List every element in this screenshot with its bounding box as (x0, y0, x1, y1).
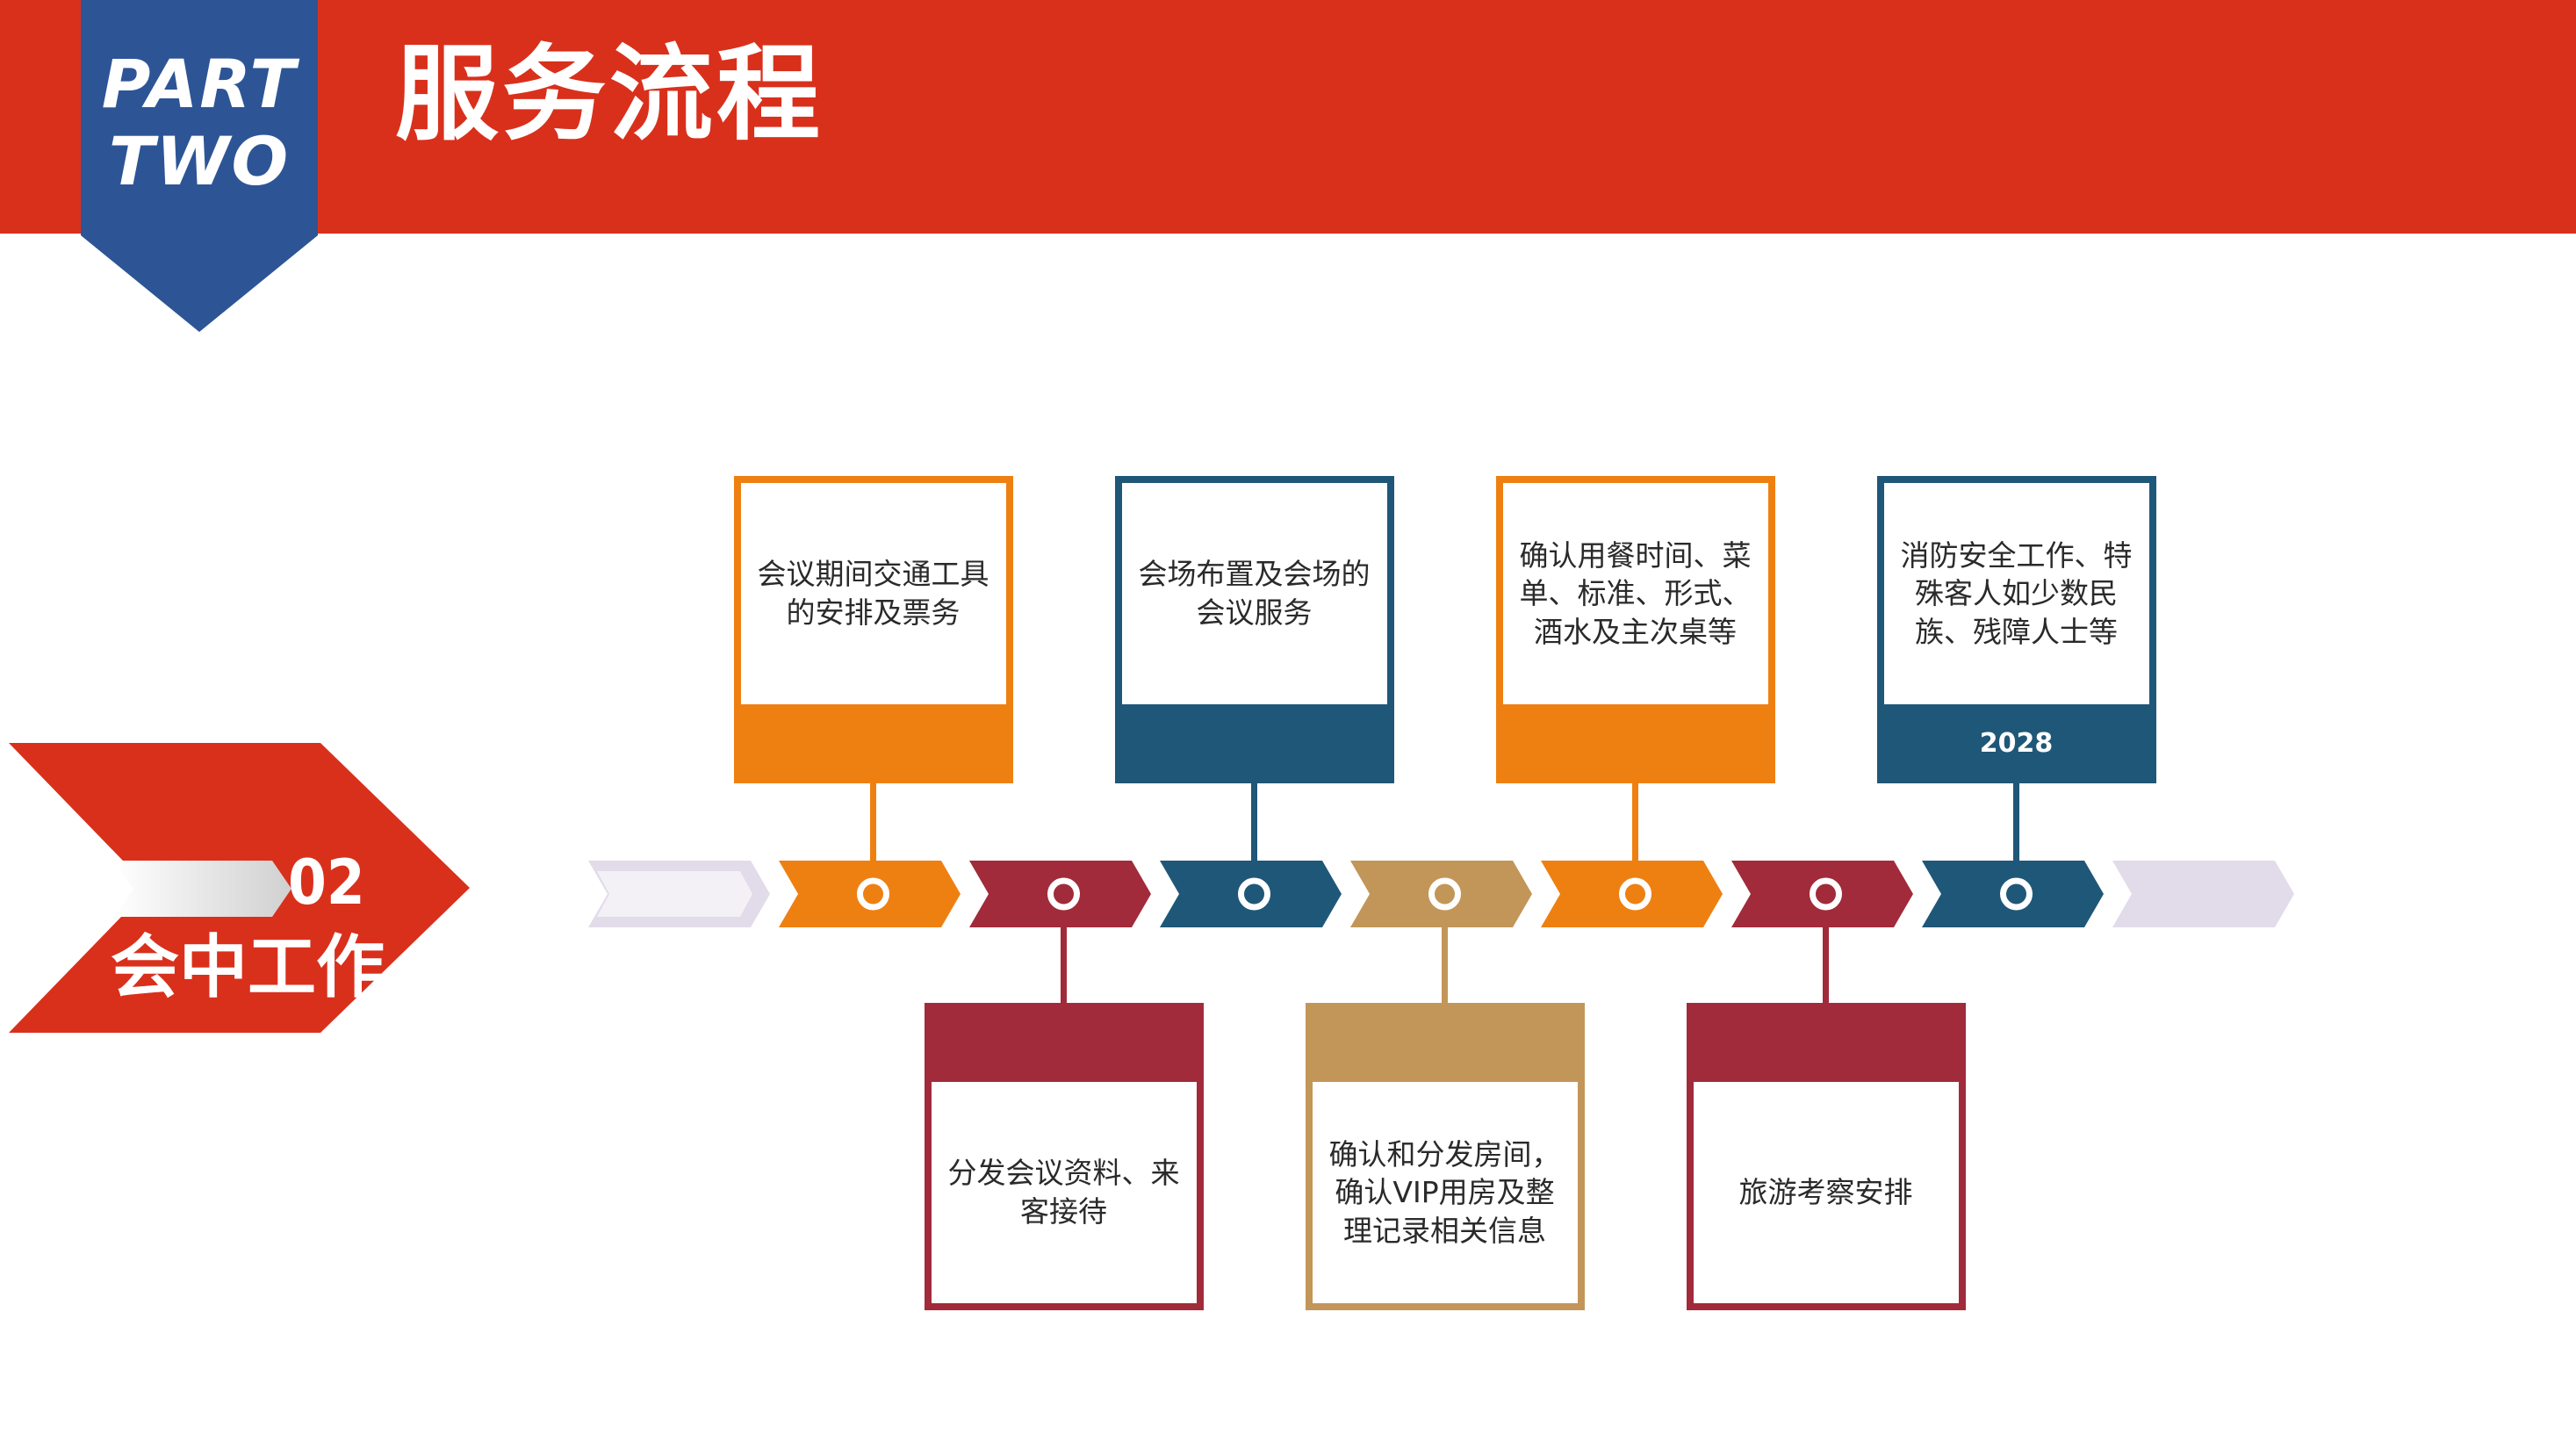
timeline-card-bar (1502, 704, 1768, 776)
timeline-card-bar: 2028 (1883, 704, 2149, 776)
part-badge-shape (81, 0, 318, 332)
timeline-card-text: 确认和分发房间，确认VIP用房及整理记录相关信息 (1328, 1136, 1561, 1248)
timeline-marker (1619, 877, 1651, 911)
section-number: 02 (288, 847, 365, 919)
timeline-card-bar (740, 704, 1006, 776)
timeline-card-text: 消防安全工作、特殊客人如少数民族、残障人士等 (1900, 537, 2133, 649)
timeline-card-text: 旅游考察安排 (1738, 1175, 1913, 1210)
header-bar (0, 0, 2576, 234)
timeline-card: 旅游考察安排 (1686, 1003, 1966, 1310)
timeline-card: 会场布置及会场的会议服务 (1114, 476, 1394, 783)
timeline-card-text: 分发会议资料、来客接待 (947, 1156, 1180, 1229)
timeline-marker (2000, 877, 2033, 911)
section-chevron (9, 743, 470, 1033)
timeline-marker (1810, 877, 1842, 911)
timeline-card: 分发会议资料、来客接待 (924, 1003, 1204, 1310)
timeline-card-text: 会议期间交通工具的安排及票务 (757, 557, 989, 630)
timeline-marker (1047, 877, 1080, 911)
timeline-card-bar (1121, 704, 1387, 776)
timeline-card: 2028 消防安全工作、特殊客人如少数民族、残障人士等 (1876, 476, 2156, 783)
timeline-card: 确认用餐时间、菜单、标准、形式、酒水及主次桌等 (1495, 476, 1775, 783)
page-title: 服务流程 (395, 33, 824, 155)
section-tag: 02 会中工作 (9, 743, 474, 1033)
timeline-card-text: 确认用餐时间、菜单、标准、形式、酒水及主次桌等 (1519, 537, 1752, 649)
timeline-card: 会议期间交通工具的安排及票务 (733, 476, 1013, 783)
timeline-card-year: 2028 (1979, 728, 2054, 759)
timeline-card-bar (1693, 1010, 1959, 1082)
timeline-card-text: 会场布置及会场的会议服务 (1138, 557, 1371, 630)
part-badge: PART TWO (81, 0, 318, 332)
timeline-card-bar (1312, 1010, 1578, 1082)
section-label: 会中工作 (111, 928, 385, 1007)
part-badge-line2: TWO (108, 122, 291, 200)
timeline-start-inner (597, 871, 752, 917)
part-badge-line1: PART (101, 45, 298, 123)
timeline-card: 确认和分发房间，确认VIP用房及整理记录相关信息 (1305, 1003, 1585, 1310)
timeline-end-chevron (2112, 861, 2294, 927)
timeline-marker (1238, 877, 1270, 911)
timeline-card-bar (931, 1010, 1197, 1082)
timeline-marker (857, 877, 889, 911)
timeline-marker (1428, 877, 1461, 911)
